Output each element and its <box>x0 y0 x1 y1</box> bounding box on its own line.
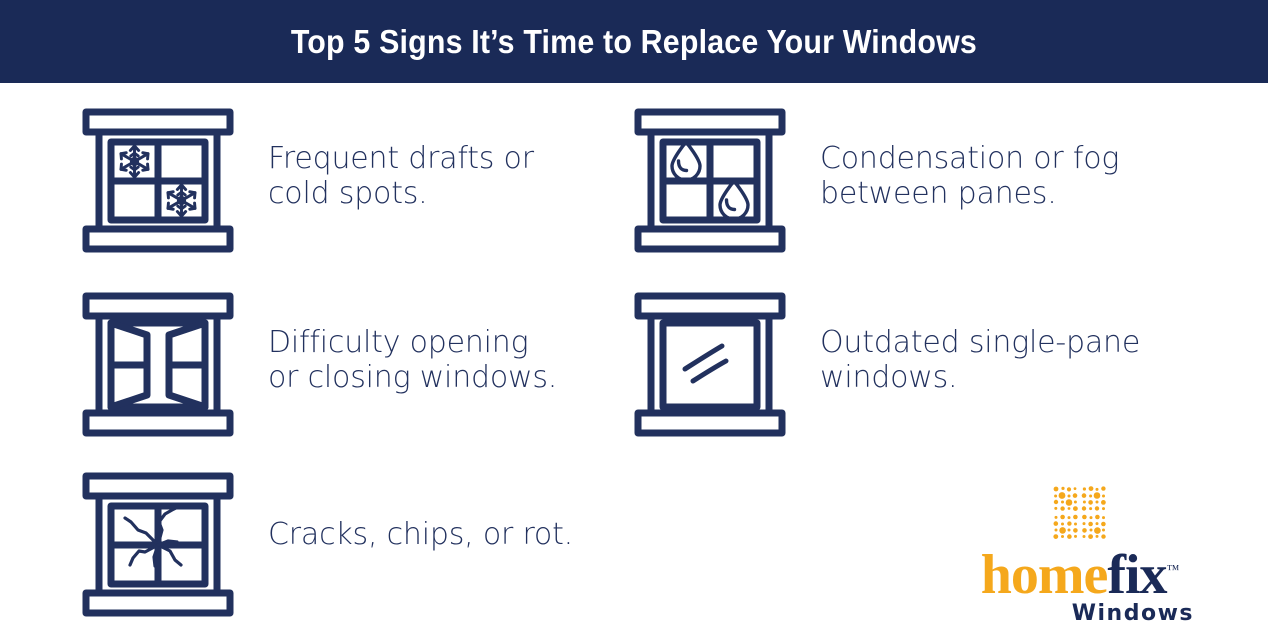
sign-label-difficulty-opening: Difficulty opening or closing windows. <box>268 325 558 396</box>
sign-item-single-pane: Outdated single-pane windows. <box>634 292 1140 437</box>
logo-word-fix: fix <box>1107 544 1167 606</box>
sign-item-drafts: Frequent drafts or cold spots. <box>82 108 534 253</box>
sign-label-cracks: Cracks, chips, or rot. <box>268 517 573 552</box>
sign-item-condensation: Condensation or fog between panes. <box>634 108 1119 253</box>
window-single-pane-icon <box>634 292 786 437</box>
sign-item-difficulty-opening: Difficulty opening or closing windows. <box>82 292 557 437</box>
page-title: Top 5 Signs It’s Time to Replace Your Wi… <box>290 22 978 60</box>
sign-label-condensation: Condensation or fog between panes. <box>820 141 1120 212</box>
window-condensation-droplets-icon <box>634 108 786 253</box>
signs-grid: Frequent drafts or cold spots. <box>0 83 1268 641</box>
logo-word-home: home <box>980 544 1109 606</box>
logo-wordmark: homefix™ <box>960 547 1200 603</box>
sign-label-single-pane: Outdated single-pane windows. <box>820 325 1141 396</box>
trademark-symbol: ™ <box>1166 561 1180 577</box>
sign-label-drafts: Frequent drafts or cold spots. <box>268 141 534 212</box>
window-cracked-glass-icon <box>82 472 234 617</box>
window-open-casement-icon <box>82 292 234 437</box>
window-snowflakes-icon <box>82 108 234 253</box>
sign-item-cracks: Cracks, chips, or rot. <box>82 472 573 617</box>
dotted-square-grid-icon <box>1053 486 1106 539</box>
brand-logo: homefix™ Windows <box>960 485 1200 626</box>
logo-subtitle: Windows <box>1071 601 1194 626</box>
header-banner: Top 5 Signs It’s Time to Replace Your Wi… <box>0 0 1268 83</box>
